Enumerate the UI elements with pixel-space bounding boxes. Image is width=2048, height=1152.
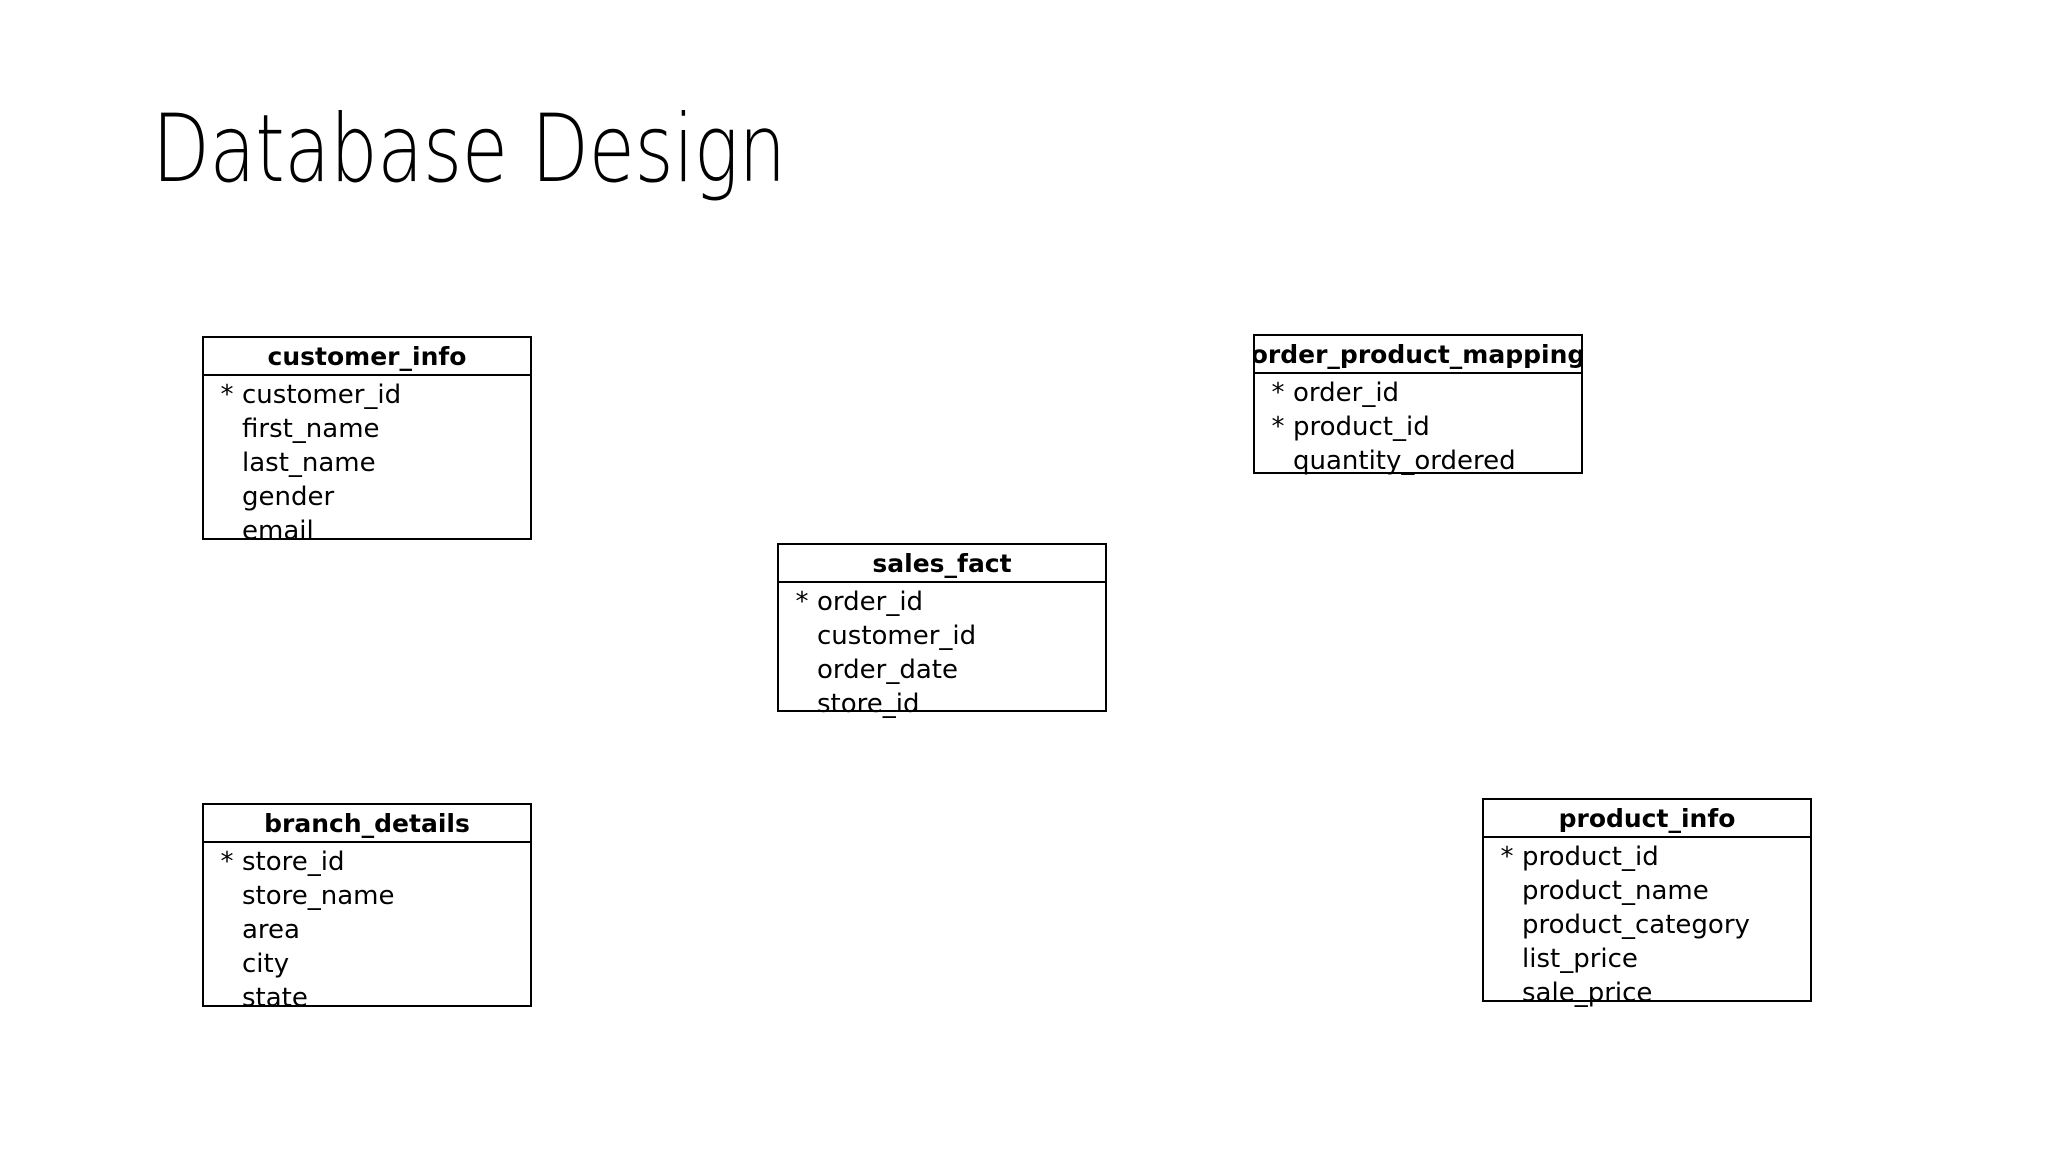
entity-field-row: first_name [204, 412, 530, 446]
entity-field-name: quantity_ordered [1293, 446, 1516, 476]
entity-field-name: product_category [1522, 910, 1750, 940]
entity-field-name: first_name [242, 414, 380, 444]
entity-field-row: email [204, 514, 530, 548]
primary-key-marker-icon: * [220, 847, 234, 877]
entity-field-row: order_date [779, 653, 1105, 687]
entity-field-row: state [204, 981, 530, 1015]
entity-header-branch_details: branch_details [204, 805, 530, 843]
entity-field-name: gender [242, 482, 335, 512]
entity-field-name: area [242, 915, 300, 945]
entity-field-name: email [242, 516, 314, 546]
entity-field-name: last_name [242, 448, 376, 478]
entity-field-row: quantity_ordered [1255, 444, 1581, 478]
entity-field-row: * product_id [1484, 840, 1810, 874]
entity-header-sales_fact: sales_fact [779, 545, 1105, 583]
entity-field-row: last_name [204, 446, 530, 480]
entity-header-product_info: product_info [1484, 800, 1810, 838]
primary-key-marker-icon: * [795, 587, 809, 617]
entity-field-name: order_id [1293, 378, 1400, 408]
entity-field-row: * customer_id [204, 378, 530, 412]
entity-field-name: order_date [817, 655, 958, 685]
entity-field-name: store_id [242, 847, 345, 877]
entity-field-row: product_name [1484, 874, 1810, 908]
primary-key-marker-icon: * [1271, 412, 1285, 442]
entity-field-row: city [204, 947, 530, 981]
entity-field-row: * product_id [1255, 410, 1581, 444]
entity-field-name: product_name [1522, 876, 1709, 906]
entity-field-row: customer_id [779, 619, 1105, 653]
primary-key-marker-icon: * [1500, 842, 1514, 872]
entity-field-name: customer_id [242, 380, 402, 410]
primary-key-marker-icon: * [1271, 378, 1285, 408]
entity-field-name: product_id [1522, 842, 1659, 872]
entity-field-row: area [204, 913, 530, 947]
entity-field-name: city [242, 949, 290, 979]
entity-field-row: gender [204, 480, 530, 514]
entity-field-name: store_name [242, 881, 395, 911]
entity-table-sales_fact[interactable]: sales_fact * order_id customer_id order_date… [777, 543, 1107, 719]
entity-field-name: list_price [1522, 944, 1638, 974]
entity-field-name: customer_id [817, 621, 977, 651]
entity-fields-sales_fact: * order_id customer_id order_date store_id [779, 583, 1105, 721]
entity-field-row: * store_id [204, 845, 530, 879]
entity-table-order_product_mapping[interactable]: order_product_mapping * order_id * product_i… [1253, 334, 1583, 476]
entity-fields-order_product_mapping: * order_id * product_id quantity_ordered [1255, 374, 1581, 478]
entity-field-row: sale_price [1484, 976, 1810, 1010]
entity-header-order_product_mapping: order_product_mapping [1255, 336, 1581, 374]
entity-field-row: store_name [204, 879, 530, 913]
primary-key-marker-icon: * [220, 380, 234, 410]
entity-header-customer_info: customer_info [204, 338, 530, 376]
entity-field-row: store_id [779, 687, 1105, 721]
entity-table-customer_info[interactable]: customer_info * customer_id first_name last_… [202, 336, 532, 546]
entity-field-name: order_id [817, 587, 924, 617]
entity-field-row: product_category [1484, 908, 1810, 942]
entity-field-name: state [242, 983, 308, 1013]
entity-field-row: list_price [1484, 942, 1810, 976]
entity-field-name: product_id [1293, 412, 1430, 442]
page-title: Database Design [152, 95, 786, 204]
entity-field-row: * order_id [1255, 376, 1581, 410]
entity-field-name: store_id [817, 689, 920, 719]
entity-field-name: sale_price [1522, 978, 1653, 1008]
entity-field-row: * order_id [779, 585, 1105, 619]
